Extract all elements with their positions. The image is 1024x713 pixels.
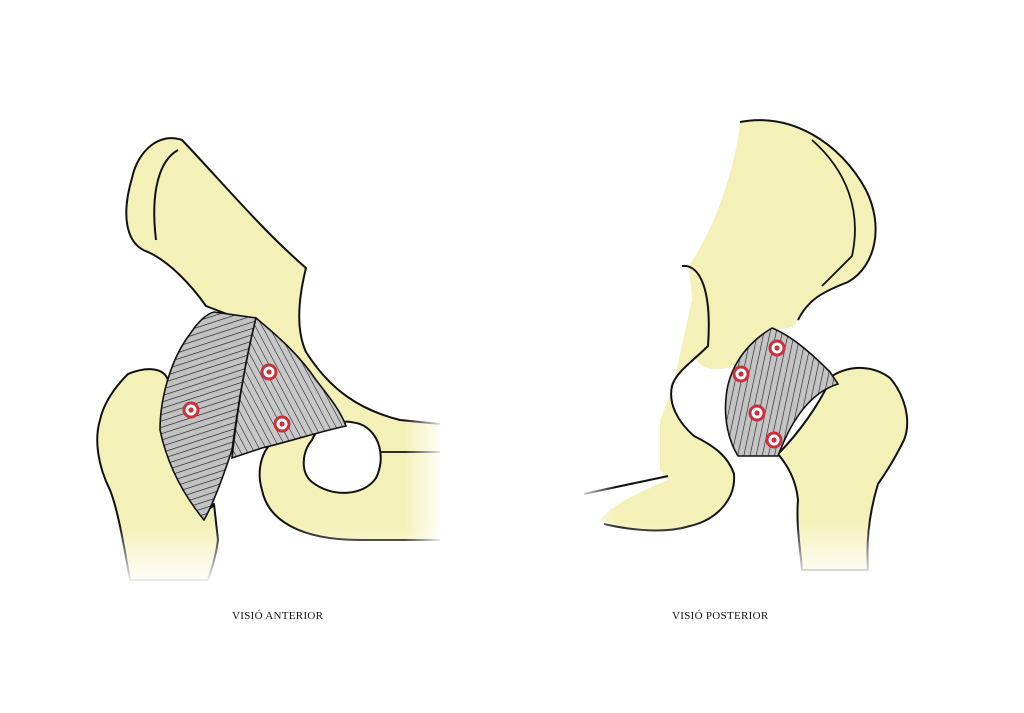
- posterior-ischium: [600, 264, 735, 531]
- anterior-view-caption: VISIÓ ANTERIOR: [232, 610, 324, 622]
- posterior-fade-bottom: [580, 520, 920, 580]
- anterior-view: [80, 137, 460, 585]
- marker-core: [279, 421, 285, 427]
- anterior-pubofemoral-ligament: [231, 316, 348, 460]
- anterior-fade-right: [405, 400, 445, 560]
- posterior-view: [576, 119, 920, 580]
- anterior-iliac-crest-line: [153, 149, 179, 241]
- marker-core: [754, 410, 760, 416]
- marker-core: [774, 345, 780, 351]
- posterior-ilium: [688, 120, 876, 370]
- anterior-markers: [182, 363, 291, 433]
- marker-core: [266, 369, 272, 375]
- posterior-markers: [732, 339, 786, 449]
- anterior-iliac-wing: [125, 137, 307, 323]
- anterior-superior-rim: [298, 267, 441, 425]
- marker-core: [771, 437, 777, 443]
- posterior-ilium-outline: [739, 119, 877, 321]
- marker-core: [188, 407, 194, 413]
- posterior-ischiofemoral-ligament: [724, 327, 840, 457]
- anterior-fade-bottom: [80, 525, 460, 585]
- anterior-pubic-body: [236, 268, 440, 540]
- posterior-gluteal-line: [811, 139, 856, 287]
- posterior-fade-left: [576, 470, 616, 550]
- marker-core: [738, 371, 744, 377]
- posterior-view-caption: VISIÓ POSTERIOR: [672, 610, 769, 622]
